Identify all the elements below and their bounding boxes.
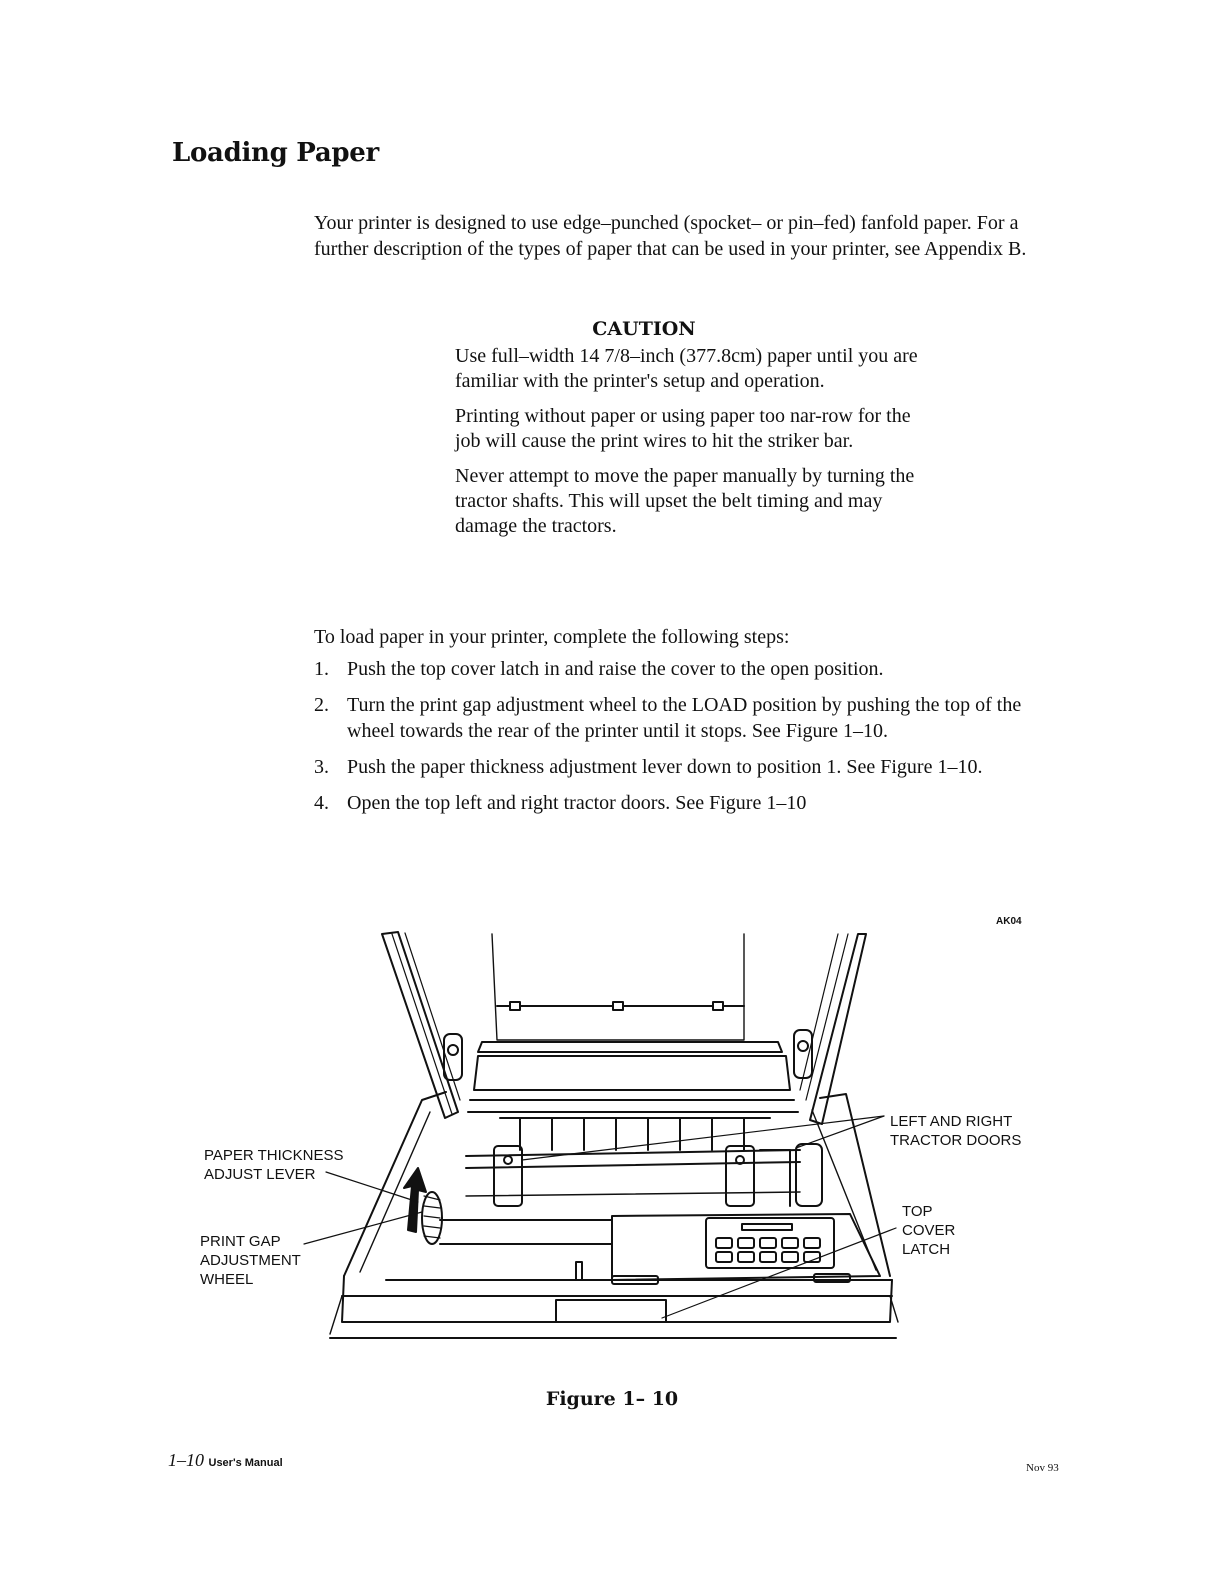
page-title: Loading Paper	[172, 138, 379, 168]
list-item: 4. Open the top left and right tractor d…	[314, 790, 1044, 816]
list-item: 3. Push the paper thickness adjustment l…	[314, 754, 1044, 780]
callout-tractor-doors: LEFT AND RIGHT TRACTOR DOORS	[890, 1113, 1022, 1149]
print-gap-wheel	[421, 1191, 443, 1245]
top-cover-latch	[555, 1299, 667, 1323]
list-item: 1. Push the top cover latch in and raise…	[314, 656, 1044, 682]
caution-paragraph: Never attempt to move the paper manually…	[455, 465, 915, 537]
printer-illustration	[303, 931, 899, 1339]
callout-paper-thickness: PAPER THICKNESS ADJUST LEVER	[204, 1147, 344, 1183]
callout-print-gap: PRINT GAP ADJUSTMENT WHEEL	[200, 1233, 301, 1288]
step-number: 4.	[314, 792, 329, 814]
step-number: 2.	[314, 694, 329, 716]
caution-block: CAUTION Use full–width 14 7/8–inch (377.…	[455, 318, 925, 549]
footer-date: Nov 93	[1026, 1462, 1059, 1474]
step-number: 1.	[314, 658, 329, 680]
caution-paragraph: Printing without paper or using paper to…	[455, 405, 911, 452]
control-panel	[611, 1213, 881, 1281]
list-item: 2. Turn the print gap adjustment wheel t…	[314, 692, 1044, 744]
footer-left: 1–10 User's Manual	[168, 1450, 283, 1471]
caution-heading: CAUTION	[592, 318, 696, 340]
figure-caption: Figure 1– 10	[545, 1388, 679, 1410]
callout-top-cover: TOP COVER LATCH	[902, 1203, 956, 1258]
figure-id: AK04	[996, 916, 1022, 927]
step-text: Push the top cover latch in and raise th…	[347, 658, 884, 680]
paper-sheet	[491, 933, 745, 1041]
cover-left-edge	[381, 931, 459, 1119]
steps-lead: To load paper in your printer, complete …	[314, 626, 790, 648]
page-number: 1–10	[168, 1450, 204, 1470]
caution-paragraph: Use full–width 14 7/8–inch (377.8cm) pap…	[455, 345, 918, 392]
step-text: Open the top left and right tractor door…	[347, 792, 807, 814]
manual-name: User's Manual	[208, 1457, 283, 1469]
right-tractor	[725, 1145, 755, 1207]
steps-list: 1. Push the top cover latch in and raise…	[314, 656, 1044, 826]
left-tractor	[493, 1145, 523, 1207]
intro-paragraph: Your printer is designed to use edge–pun…	[314, 212, 1027, 260]
tractor-shaft	[465, 1149, 801, 1157]
printer-body	[343, 1091, 891, 1277]
step-text: Turn the print gap adjustment wheel to t…	[347, 694, 1022, 742]
step-text: Push the paper thickness adjustment leve…	[347, 756, 983, 778]
step-number: 3.	[314, 756, 329, 778]
